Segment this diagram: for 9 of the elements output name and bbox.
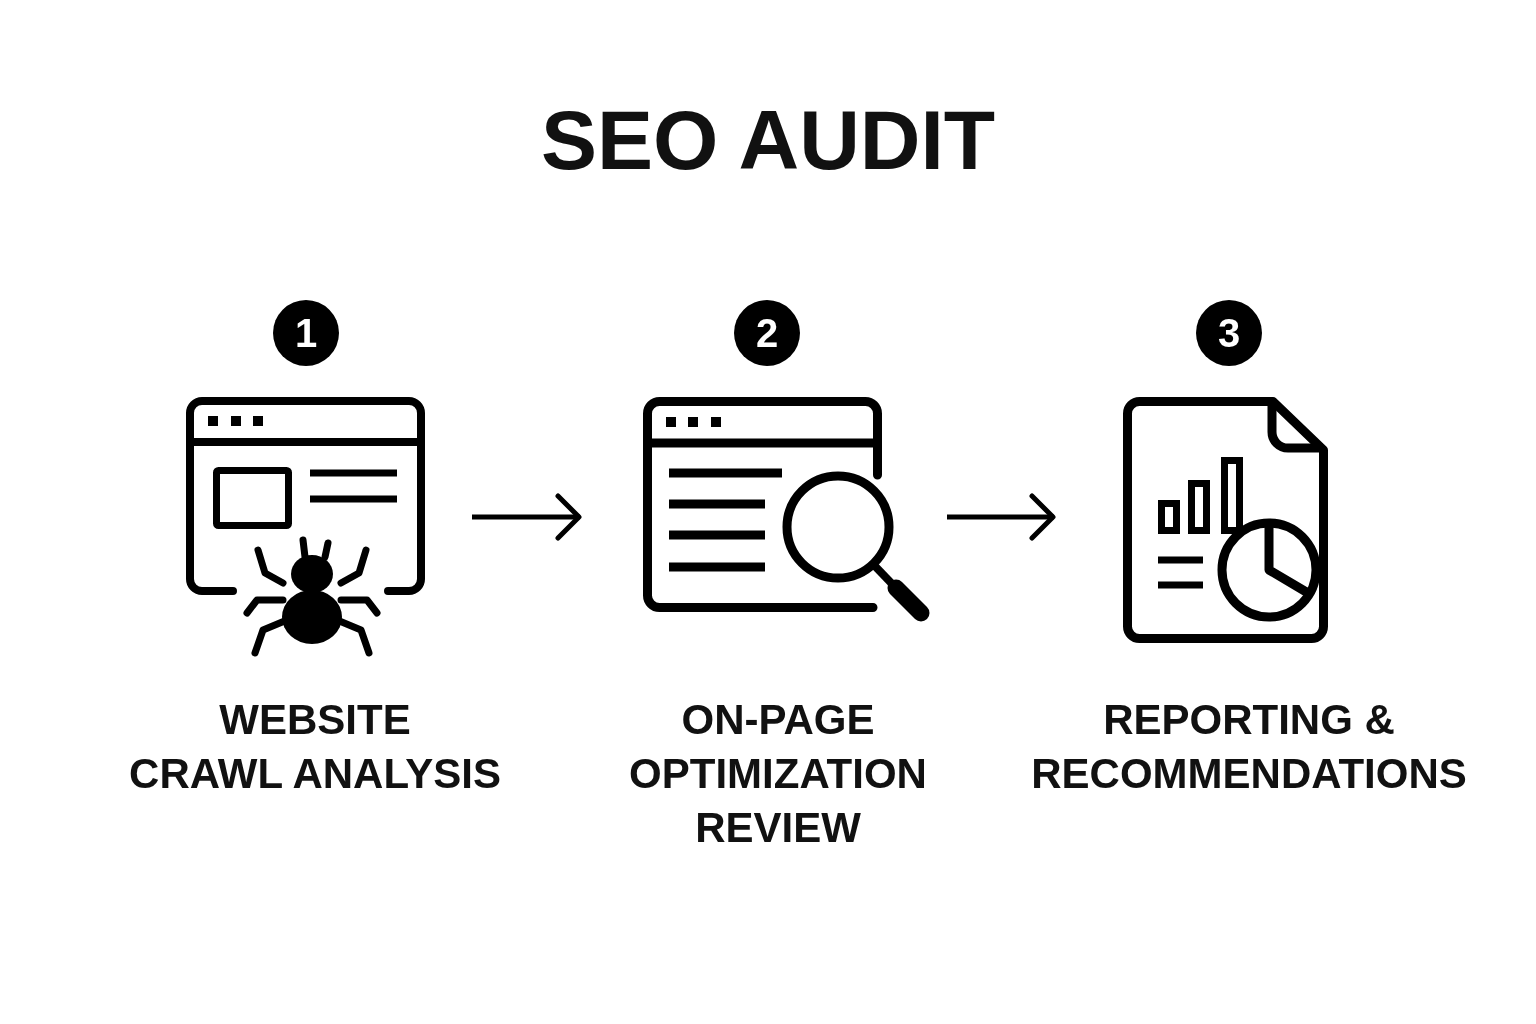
step-number: 3 (1196, 300, 1262, 366)
arrow (472, 493, 582, 541)
arrow (947, 493, 1056, 541)
step-label: WEBSITE CRAWL ANALYSIS (128, 695, 502, 799)
step-number: 2 (734, 300, 800, 366)
title: SEO AUDIT (539, 98, 997, 182)
step-number: 1 (273, 300, 339, 366)
step-label: ON-PAGE OPTIMIZATION REVIEW (628, 695, 928, 853)
step-label: REPORTING & RECOMMENDATIONS (1030, 695, 1468, 799)
